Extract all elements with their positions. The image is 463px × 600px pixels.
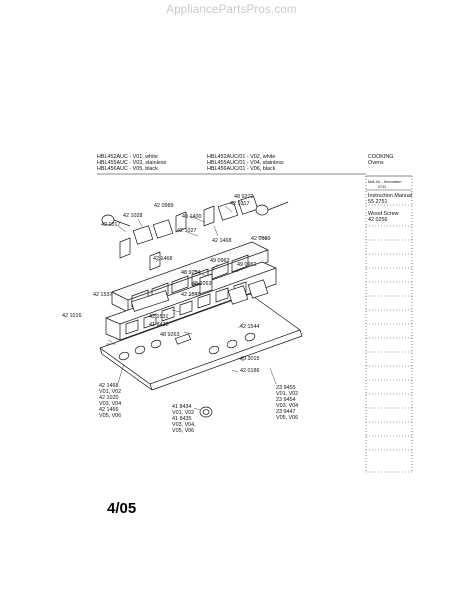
model-line: HBL452AUC/01 - V02, white	[207, 154, 276, 160]
callout-line: 41 8435	[172, 416, 192, 422]
callout-line: V03, V04,	[172, 422, 196, 428]
sidebar-item-number: 55 2751	[368, 199, 388, 205]
callout-line: V03, V04	[99, 401, 122, 407]
model-line: HBL456AUC - V05, black	[97, 166, 158, 172]
part-label: 42 1544	[240, 324, 260, 330]
part-label: 49 0963	[210, 258, 230, 264]
callout-line: 41 8434	[172, 404, 192, 410]
switch-assemblies	[101, 195, 289, 418]
callout-line: V01, V02	[99, 389, 122, 395]
part-label: 48 9263	[192, 281, 212, 287]
callout-line: 42 1020	[99, 395, 119, 401]
control-panel-back	[105, 261, 277, 341]
callout-line: 42 1466	[99, 407, 119, 413]
sidebar-item-name: Wood Screw	[368, 211, 399, 217]
callout-line: V01, V02	[172, 410, 195, 416]
model-line: HBL456AUC/01 - V06, black	[207, 166, 276, 172]
part-label: 42 0186	[240, 368, 260, 374]
part-label: 49 0962	[237, 262, 257, 268]
sidebar-col-header2: 5743	[378, 185, 386, 189]
part-label: 42 1537	[93, 292, 113, 298]
sidebar-item-name: Instruction Manual	[368, 193, 413, 199]
part-label: 42 0989	[154, 203, 174, 209]
callout-line: 42 1468	[99, 383, 119, 389]
callout-line: V01, V02	[276, 391, 299, 397]
part-label: 49 1400	[182, 214, 202, 220]
part-label: 42 1468	[212, 238, 232, 244]
revision-date: 4/05	[107, 500, 137, 517]
callout-line: V03, V04	[276, 403, 299, 409]
part-label: 42 1017	[101, 222, 121, 228]
callout-line: V05, V06	[172, 428, 195, 434]
model-line: HBL455AUC - V03, stainless	[97, 160, 167, 166]
part-label: 42 1545	[181, 292, 201, 298]
callout-line: V05, V06	[276, 415, 299, 421]
part-label: 41 8430	[149, 322, 169, 328]
model-line: HBL452AUC - V01, white	[97, 154, 158, 160]
sidebar-col-header: Mat.-Nr. - Kenndaten	[368, 180, 402, 184]
part-label: 42 1017	[230, 201, 250, 207]
part-label: 48 9263	[160, 332, 180, 338]
part-label: 49 3015	[240, 356, 260, 362]
category-label: Ovens	[368, 160, 384, 166]
leader-lines	[106, 198, 277, 411]
category-label: COOKING	[368, 154, 394, 160]
watermark: AppliancePartsPros.com	[166, 4, 297, 16]
model-line: HBL455AUC/01 - V04, stainless	[207, 160, 284, 166]
callout-line: 23 9447	[276, 409, 296, 415]
part-label: 42 1016	[62, 313, 82, 319]
part-label: 48 9272	[234, 194, 254, 200]
part-label: 42 0989	[251, 236, 271, 242]
part-label: 48 9254	[181, 270, 201, 276]
part-label: 42 1028	[123, 213, 143, 219]
part-label: 42 1531	[149, 314, 169, 320]
callout-line: 23 9455	[276, 385, 296, 391]
part-label: 42 1468	[153, 256, 173, 262]
callout-line: 23 9454	[276, 397, 296, 403]
sidebar-item-number: 42 0256	[368, 217, 388, 223]
front-panel	[99, 293, 303, 391]
part-label: 42 1027	[177, 228, 197, 234]
callout-line: V05, V06	[99, 413, 122, 419]
